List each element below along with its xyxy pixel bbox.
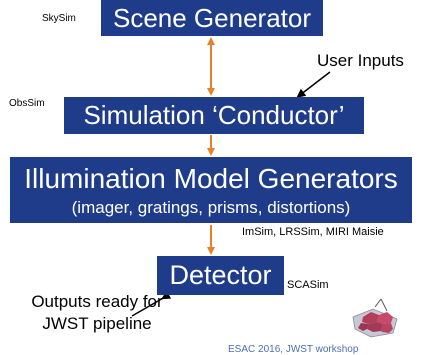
illumination-title: Illumination Model Generators — [24, 163, 398, 194]
simulation-conductor-label: Simulation ‘Conductor’ — [83, 100, 345, 130]
imsim-label: ImSim, LRSSim, MIRI Maisie — [242, 226, 384, 238]
obssim-label: ObsSim — [9, 98, 45, 109]
scene-generator-label: Scene Generator — [112, 3, 311, 33]
outputs-pointer — [131, 290, 172, 317]
footer-text: ESAC 2016, JWST workshop — [228, 344, 359, 355]
detector-label: Detector — [169, 260, 272, 290]
scene-generator-box: Scene Generator — [101, 0, 323, 36]
illumination-subtitle: (imager, gratings, prisms, distortions) — [71, 198, 351, 217]
skysim-label: SkySim — [42, 13, 76, 24]
outputs-label: Outputs ready for JWST pipeline — [31, 292, 163, 333]
simulation-conductor-box: Simulation ‘Conductor’ — [64, 97, 364, 134]
user-inputs-label: User Inputs — [317, 51, 404, 70]
scasim-label: SCASim — [287, 279, 329, 291]
jwst-mirror-logo-icon — [352, 298, 398, 338]
illumination-model-generators-box: Illumination Model Generators (imager, g… — [10, 157, 412, 223]
detector-box: Detector — [157, 256, 284, 295]
user-inputs-pointer — [296, 71, 331, 98]
